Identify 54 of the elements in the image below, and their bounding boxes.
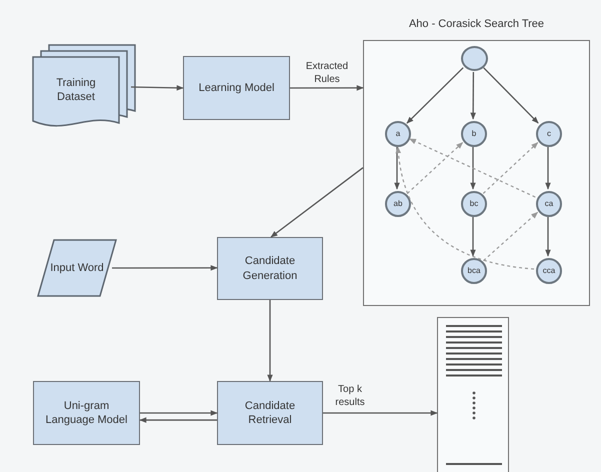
edge-label: Top k results (334, 383, 366, 409)
node-label: ca (544, 198, 554, 210)
arrow (112, 265, 218, 271)
tree-node-circle (536, 258, 562, 284)
arrow (545, 217, 551, 257)
process-box (217, 237, 323, 300)
documents-shape (33, 45, 135, 129)
input-parallelogram (38, 240, 116, 296)
node-label: cca (542, 266, 556, 276)
dashed-arrow (406, 142, 464, 194)
arrow (470, 217, 476, 257)
tree-node-circle (461, 46, 488, 71)
node-label: ab (392, 198, 404, 210)
arrow (270, 167, 364, 238)
node-label: a (394, 128, 402, 140)
arrow (483, 67, 539, 124)
panel-title: Aho - Corasick Search Tree (408, 17, 546, 32)
dashed-arrow (483, 212, 538, 262)
arrow (290, 85, 364, 91)
arrow (406, 67, 464, 124)
node-label: Learning Model (198, 80, 276, 96)
dashed-arrow (409, 138, 536, 198)
tree-node-circle (536, 121, 562, 147)
node-label: bca (466, 266, 482, 276)
results-document (437, 317, 509, 472)
tree-node-circle (461, 121, 487, 147)
arrow (470, 147, 476, 190)
node-label: Candidate Generation (242, 254, 298, 283)
process-box (33, 381, 140, 445)
node-label: b (470, 128, 478, 140)
node-label: Uni-gram Language Model (44, 398, 128, 428)
arrow (139, 417, 217, 423)
tree-node-circle (385, 191, 411, 217)
arrow (130, 85, 184, 91)
node-label: c (546, 128, 552, 140)
process-box (183, 56, 290, 120)
tree-node-circle (461, 191, 487, 217)
node-label: bc (468, 198, 480, 210)
arrow (323, 410, 438, 416)
arrow (267, 300, 273, 382)
tree-node-circle (536, 191, 562, 217)
tree-node-circle (385, 121, 411, 147)
process-box (217, 381, 323, 445)
arrow (470, 72, 476, 120)
dashed-arrow (482, 142, 538, 194)
edge-label: Extracted Rules (304, 60, 350, 86)
node-label: Input Word (49, 260, 105, 276)
arrow (140, 410, 218, 416)
arrow (394, 147, 400, 190)
arrow (545, 147, 551, 190)
node-label: Training Dataset (55, 76, 97, 104)
node-label: Candidate Retrieval (244, 398, 296, 428)
dashed-arrow (396, 146, 534, 270)
tree-node-circle (461, 258, 487, 284)
